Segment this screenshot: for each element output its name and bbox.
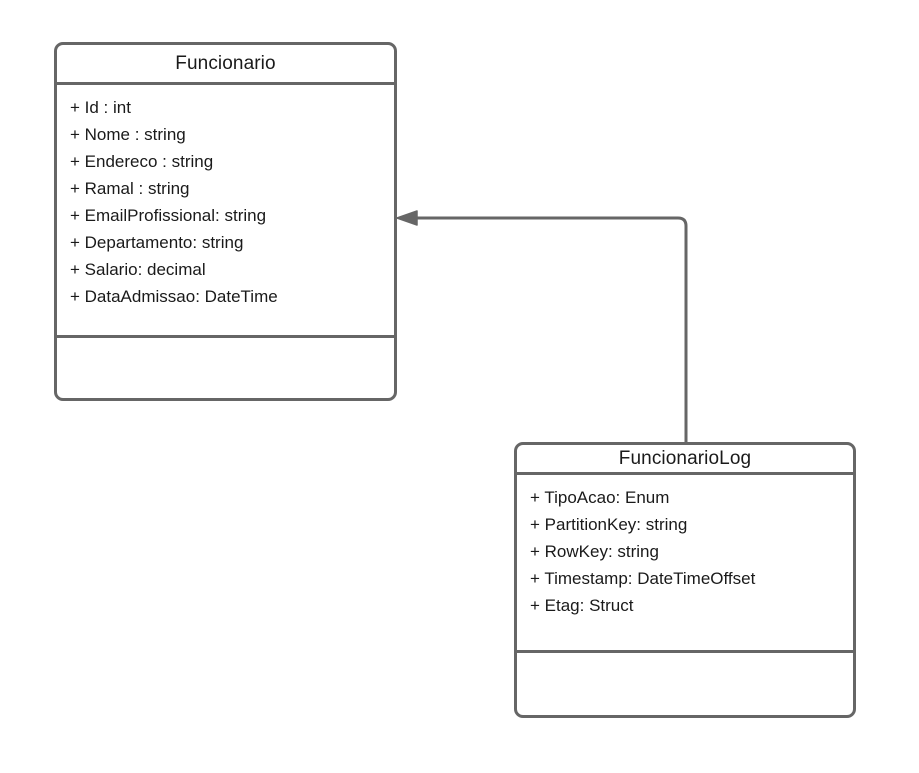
relationship-line [414,216,688,442]
attribute-row: + Etag: Struct [530,596,634,615]
attribute-row: + Timestamp: DateTimeOffset [530,569,756,588]
relationship-arrowhead [396,210,418,226]
class-methods-funcionariolog [517,653,853,715]
attribute-row: + DataAdmissao: DateTime [70,287,278,306]
attribute-row: + Salario: decimal [70,260,206,279]
attribute-row: + EmailProfissional: string [70,206,267,225]
attribute-row: + RowKey: string [530,542,659,561]
class-name-funcionario: Funcionario [57,45,394,85]
attribute-row: + Ramal : string [70,179,190,198]
class-name-funcionariolog: FuncionarioLog [517,445,853,475]
class-box-funcionariolog[interactable]: FuncionarioLog + TipoAcao: Enum + Partit… [514,442,856,718]
relationship-log-to-funcionario[interactable] [396,210,688,442]
attribute-row: + PartitionKey: string [530,515,688,534]
attribute-row: + Departamento: string [70,233,244,252]
class-attributes-funcionariolog: + TipoAcao: Enum + PartitionKey: string … [517,475,853,653]
attribute-row: + Id : int [70,98,131,117]
attribute-row: + Endereco : string [70,152,214,171]
class-methods-funcionario [57,338,394,398]
class-box-funcionario[interactable]: Funcionario + Id : int + Nome : string +… [54,42,397,401]
class-attributes-funcionario: + Id : int + Nome : string + Endereco : … [57,85,394,338]
attribute-row: + TipoAcao: Enum [530,488,670,507]
attribute-row: + Nome : string [70,125,186,144]
